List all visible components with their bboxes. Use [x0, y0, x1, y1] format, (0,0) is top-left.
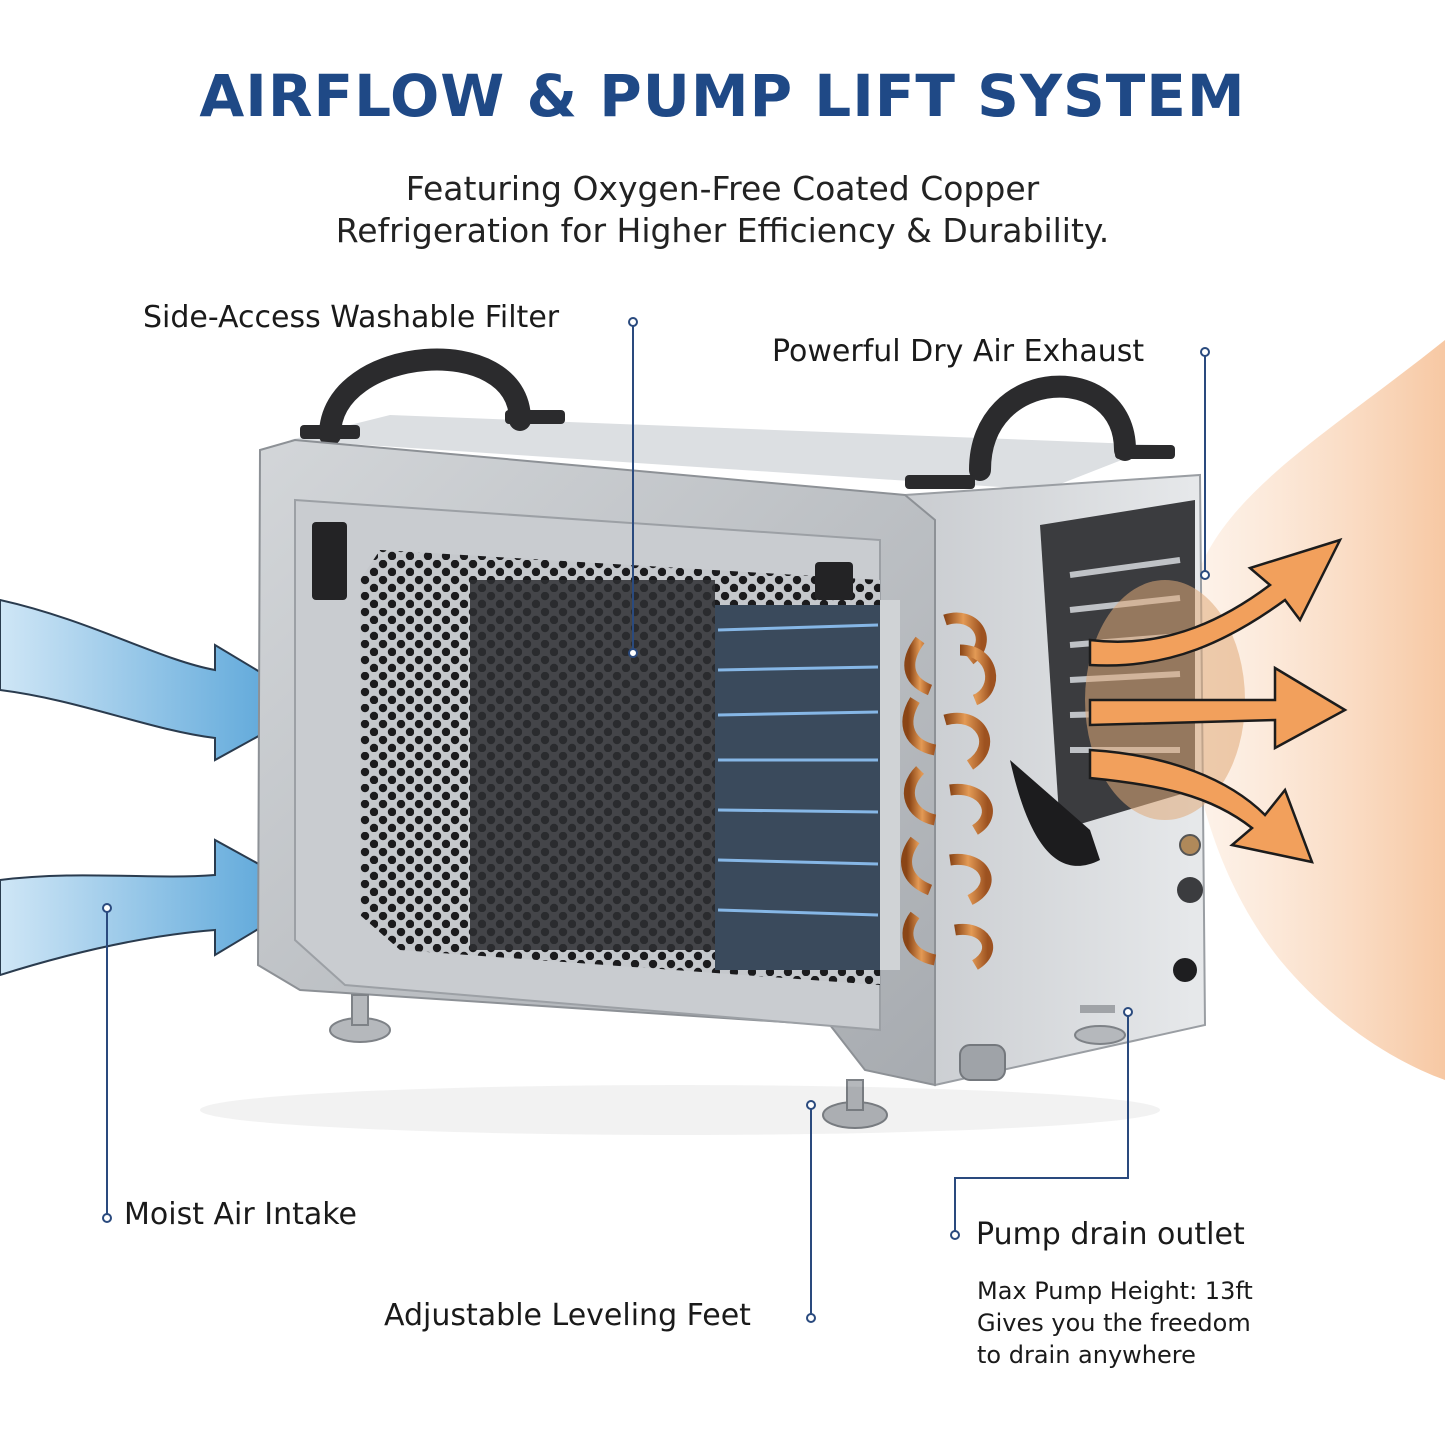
- callout-moist-air-intake: Moist Air Intake: [124, 1197, 357, 1232]
- handle-left: [319, 348, 531, 446]
- drain-note-line-3: to drain anywhere: [977, 1341, 1196, 1369]
- drain-note-line-1: Max Pump Height: 13ft: [977, 1277, 1253, 1305]
- callout-dots: [102, 317, 1210, 1323]
- callout-leader-lines: [106, 322, 1206, 1318]
- drain-pipe: [959, 1044, 1006, 1081]
- page-subtitle: Featuring Oxygen-Free Coated Copper Refr…: [0, 168, 1445, 252]
- handle-right: [969, 375, 1136, 481]
- subtitle-line-2: Refrigeration for Higher Efficiency & Du…: [335, 211, 1110, 250]
- callout-leveling-feet: Adjustable Leveling Feet: [384, 1298, 751, 1333]
- subtitle-line-1: Featuring Oxygen-Free Coated Copper: [405, 169, 1040, 208]
- copper-tube-bends: [901, 612, 996, 970]
- page-title: AIRFLOW & PUMP LIFT SYSTEM: [199, 62, 1246, 130]
- callout-dry-air-exhaust: Powerful Dry Air Exhaust: [772, 334, 1145, 369]
- pump-drain-note: Max Pump Height: 13ft Gives you the free…: [977, 1275, 1253, 1371]
- callout-washable-filter: Side-Access Washable Filter: [143, 300, 560, 335]
- callout-pump-drain-outlet: Pump drain outlet: [976, 1217, 1245, 1252]
- drain-note-line-2: Gives you the freedom: [977, 1309, 1251, 1337]
- leveling-feet: [329, 994, 1126, 1129]
- unit-top: [290, 415, 1160, 490]
- exhaust-arrows: [1088, 537, 1348, 864]
- evaporator-coil: [715, 600, 900, 970]
